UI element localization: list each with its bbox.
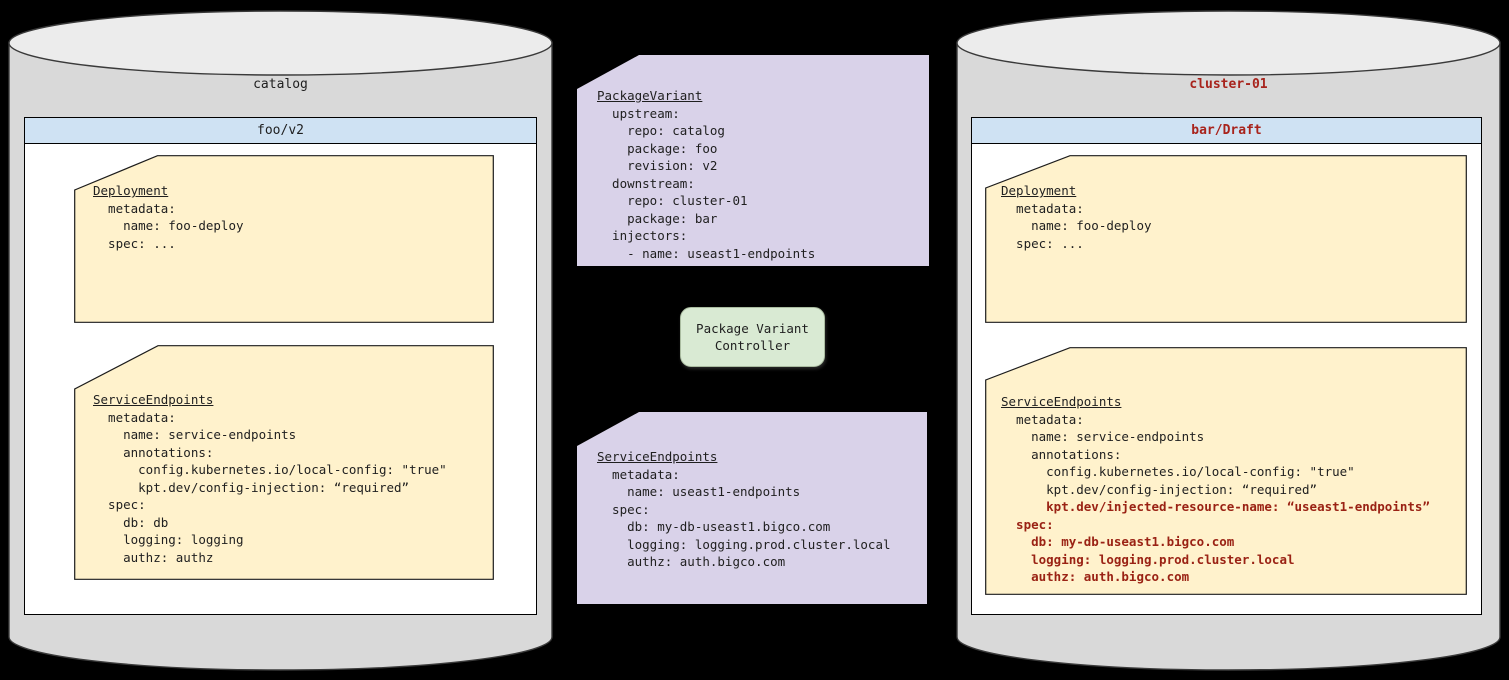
doc-title: ServiceEndpoints <box>1001 394 1122 409</box>
doc-title: Deployment <box>1001 183 1077 198</box>
doc-title: Deployment <box>93 183 169 198</box>
deployment-doc: Deployment metadata: name: foo-deploy sp… <box>74 155 494 323</box>
card-shape <box>577 412 927 604</box>
doc-body: metadata: name: service-endpoints annota… <box>1016 411 1355 497</box>
doc-shape <box>985 347 1467 595</box>
repo-name-label: cluster-01 <box>1189 77 1268 92</box>
doc-title: ServiceEndpoints <box>93 392 214 407</box>
card-body: upstream: repo: catalog package: foo rev… <box>612 105 816 261</box>
doc-shape <box>74 155 494 323</box>
card-body: metadata: name: useast1-endpoints spec: … <box>612 466 891 570</box>
package-header: foo/v2 <box>25 118 536 144</box>
doc-body: metadata: name: foo-deploy spec: ... <box>108 200 244 251</box>
package-variant-controller-box: Package Variant Controller <box>680 307 825 367</box>
card-shape <box>577 55 929 266</box>
doc-body: metadata: name: service-endpoints annota… <box>108 409 447 565</box>
doc-body: metadata: name: foo-deploy spec: ... <box>1016 200 1152 251</box>
service-endpoints-doc: ServiceEndpoints metadata: name: service… <box>74 345 494 580</box>
injected-service-endpoints-card: ServiceEndpoints metadata: name: useast1… <box>577 412 927 604</box>
package-variant-card: PackageVariant upstream: repo: catalog p… <box>577 55 929 266</box>
doc-shape <box>985 155 1467 323</box>
deployment-doc: Deployment metadata: name: foo-deploy sp… <box>985 155 1467 323</box>
card-title: ServiceEndpoints <box>597 449 718 464</box>
doc-shape <box>74 345 494 580</box>
doc-body-injected: kpt.dev/injected-resource-name: “useast1… <box>1016 499 1430 584</box>
card-title: PackageVariant <box>597 88 703 103</box>
service-endpoints-doc: ServiceEndpoints metadata: name: service… <box>985 347 1467 595</box>
repo-name-label: catalog <box>253 77 308 92</box>
package-header: bar/Draft <box>972 118 1481 144</box>
